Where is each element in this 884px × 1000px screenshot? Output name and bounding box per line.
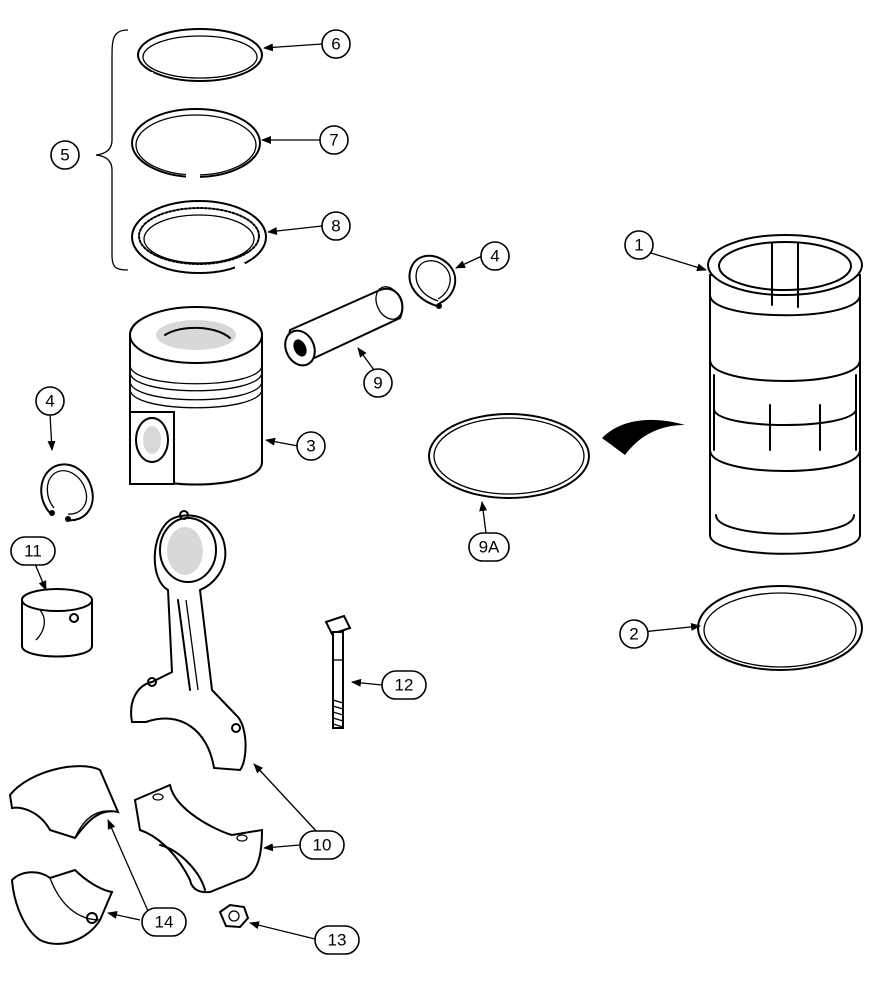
- piston: [129, 306, 263, 486]
- callout-12: 12: [381, 670, 427, 700]
- callout-11: 11: [10, 536, 56, 566]
- connecting-rod-bolt: [324, 614, 352, 729]
- callout-11-label: 11: [24, 542, 42, 561]
- bearing-lower-half: [10, 868, 114, 945]
- callout-9: 9: [363, 368, 393, 398]
- callout-10-label: 10: [313, 836, 332, 855]
- callout-5-label: 5: [60, 146, 69, 165]
- callout-1-label: 1: [634, 236, 643, 255]
- piston-pin-bushing: [21, 588, 93, 658]
- callout-4-lower: 4: [35, 386, 65, 416]
- connecting-rod-nut: [218, 903, 250, 929]
- retaining-ring-upper: [408, 254, 457, 309]
- piston-ring-middle: [131, 108, 261, 180]
- connecting-rod-cap: [133, 783, 264, 894]
- callout-4-upper-label: 4: [490, 247, 499, 266]
- callout-14: 14: [141, 907, 187, 937]
- callout-3: 3: [296, 431, 326, 461]
- liner-seal-ring: [697, 585, 863, 671]
- retaining-ring-lower: [40, 463, 94, 522]
- callout-13: 13: [314, 925, 360, 955]
- callout-10: 10: [299, 830, 345, 860]
- callout-1: 1: [624, 230, 654, 260]
- callout-9-label: 9: [373, 374, 382, 393]
- callout-4-upper: 4: [480, 241, 510, 271]
- callout-14-label: 14: [155, 913, 174, 932]
- callout-2-label: 2: [629, 625, 638, 644]
- install-direction-arrow: [602, 419, 685, 455]
- callout-13-label: 13: [328, 931, 347, 950]
- callout-4-lower-label: 4: [45, 392, 54, 411]
- callout-7: 7: [319, 125, 349, 155]
- callout-5: 5: [50, 140, 80, 170]
- piston-ring-top: [137, 28, 263, 82]
- connecting-rod: [130, 510, 247, 772]
- cylinder-liner: [707, 234, 863, 555]
- callout-9a-label: 9A: [479, 538, 500, 557]
- callout-9a: 9A: [468, 532, 510, 562]
- bearing-upper-half: [8, 765, 120, 840]
- leader-lines: [34, 43, 707, 940]
- callout-7-label: 7: [329, 131, 338, 150]
- callout-2: 2: [619, 619, 649, 649]
- ring-set-brace: [95, 29, 129, 271]
- callout-8: 8: [321, 211, 351, 241]
- callout-6: 6: [321, 29, 351, 59]
- oil-control-ring: [131, 200, 267, 274]
- callout-8-label: 8: [331, 217, 340, 236]
- callout-3-label: 3: [306, 437, 315, 456]
- callout-6-label: 6: [331, 35, 340, 54]
- piston-pin: [284, 286, 404, 367]
- callout-12-label: 12: [395, 676, 414, 695]
- liner-o-ring-9a: [428, 413, 590, 499]
